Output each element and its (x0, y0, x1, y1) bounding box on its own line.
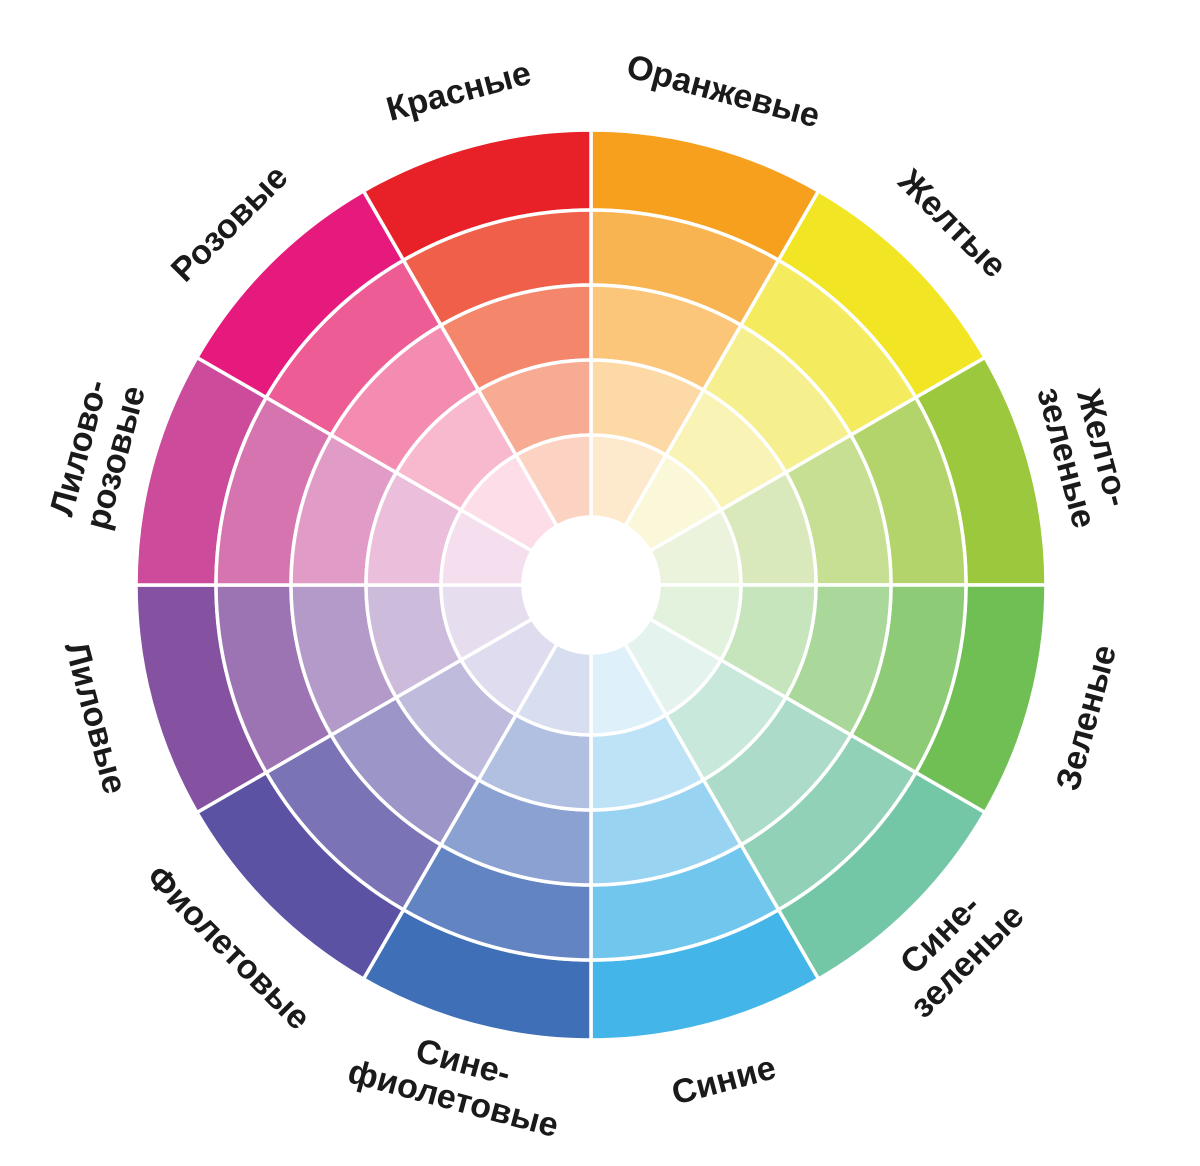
segment-label: Оранжевые (623, 47, 824, 135)
segment-label-line: Лиловые (57, 638, 134, 798)
color-segment (648, 583, 1048, 815)
color-segment (589, 642, 821, 1042)
color-segment (134, 583, 534, 815)
wheel-center-hole (523, 517, 659, 653)
segment-label: Лиловые (57, 638, 134, 798)
color-segment (361, 128, 593, 528)
segment-label: Лилово-розовые (42, 372, 153, 533)
color-segment (623, 189, 987, 553)
segment-label-line: Красные (382, 54, 535, 129)
segment-label-line: Синие (668, 1048, 780, 1112)
segment-label: Синие (668, 1048, 780, 1112)
color-segment (361, 642, 593, 1042)
color-segment (134, 355, 534, 587)
segment-label: Желто-зеленые (1029, 373, 1140, 532)
segment-label-line: Зеленые (1049, 641, 1124, 795)
segment-label-line: Оранжевые (623, 47, 824, 135)
segment-label: Красные (382, 54, 535, 129)
segment-label: Зеленые (1049, 641, 1124, 795)
color-wheel-segments (134, 128, 1048, 1042)
color-segment (195, 617, 559, 981)
color-segment (648, 355, 1048, 587)
